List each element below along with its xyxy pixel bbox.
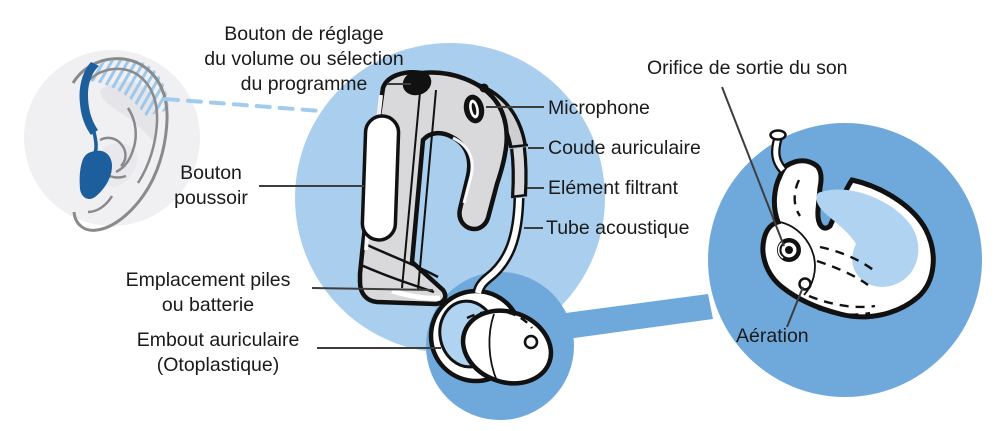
ear-illustration: [24, 50, 200, 232]
label-earmold: Embout auriculaire (Otoplastique): [136, 329, 300, 376]
label-sound-outlet: Orifice de sortie du son: [647, 57, 848, 79]
hearing-aid-illustration: [357, 70, 554, 386]
worn-hearing-aid-icon: [79, 62, 112, 200]
label-push-button: Bouton poussoir: [174, 162, 248, 209]
ear-hatch-area: [86, 58, 169, 116]
leader-battery: [311, 287, 434, 291]
volume-button-part: [402, 70, 432, 96]
earmold-dashed-lines: [793, 179, 877, 316]
push-button-part: [360, 114, 401, 242]
mic-dot: [479, 83, 489, 93]
leader-sound-outlet: [721, 86, 785, 247]
sound-outlet-part: [777, 238, 801, 262]
magnified-earmold-illustration: [760, 129, 936, 320]
body-seam-2: [417, 89, 437, 291]
vent-part: [798, 277, 812, 291]
label-battery: Emplacement piles ou batterie: [125, 269, 291, 316]
battery-foot-highlight: [391, 288, 441, 301]
leader-lines: [259, 83, 804, 349]
battery-seam: [362, 241, 439, 279]
earmold-interior: [816, 189, 919, 287]
label-vent: Aération: [736, 325, 809, 347]
label-filter-element: Elément filtrant: [548, 177, 679, 199]
tube-opening: [769, 129, 787, 141]
label-ear-hook: Coude auriculaire: [548, 137, 701, 159]
body-highlight-2: [452, 136, 474, 204]
microphone-part: [463, 94, 485, 124]
label-acoustic-tube: Tube acoustique: [546, 217, 690, 239]
leader-vent: [786, 286, 804, 328]
label-volume-button: Bouton de réglage du volume ou sélection…: [204, 23, 404, 95]
label-microphone: Microphone: [548, 97, 650, 119]
body-seam: [401, 91, 421, 289]
zoom-connector-band: [558, 294, 713, 339]
zoom-dashed-link: [163, 97, 323, 113]
